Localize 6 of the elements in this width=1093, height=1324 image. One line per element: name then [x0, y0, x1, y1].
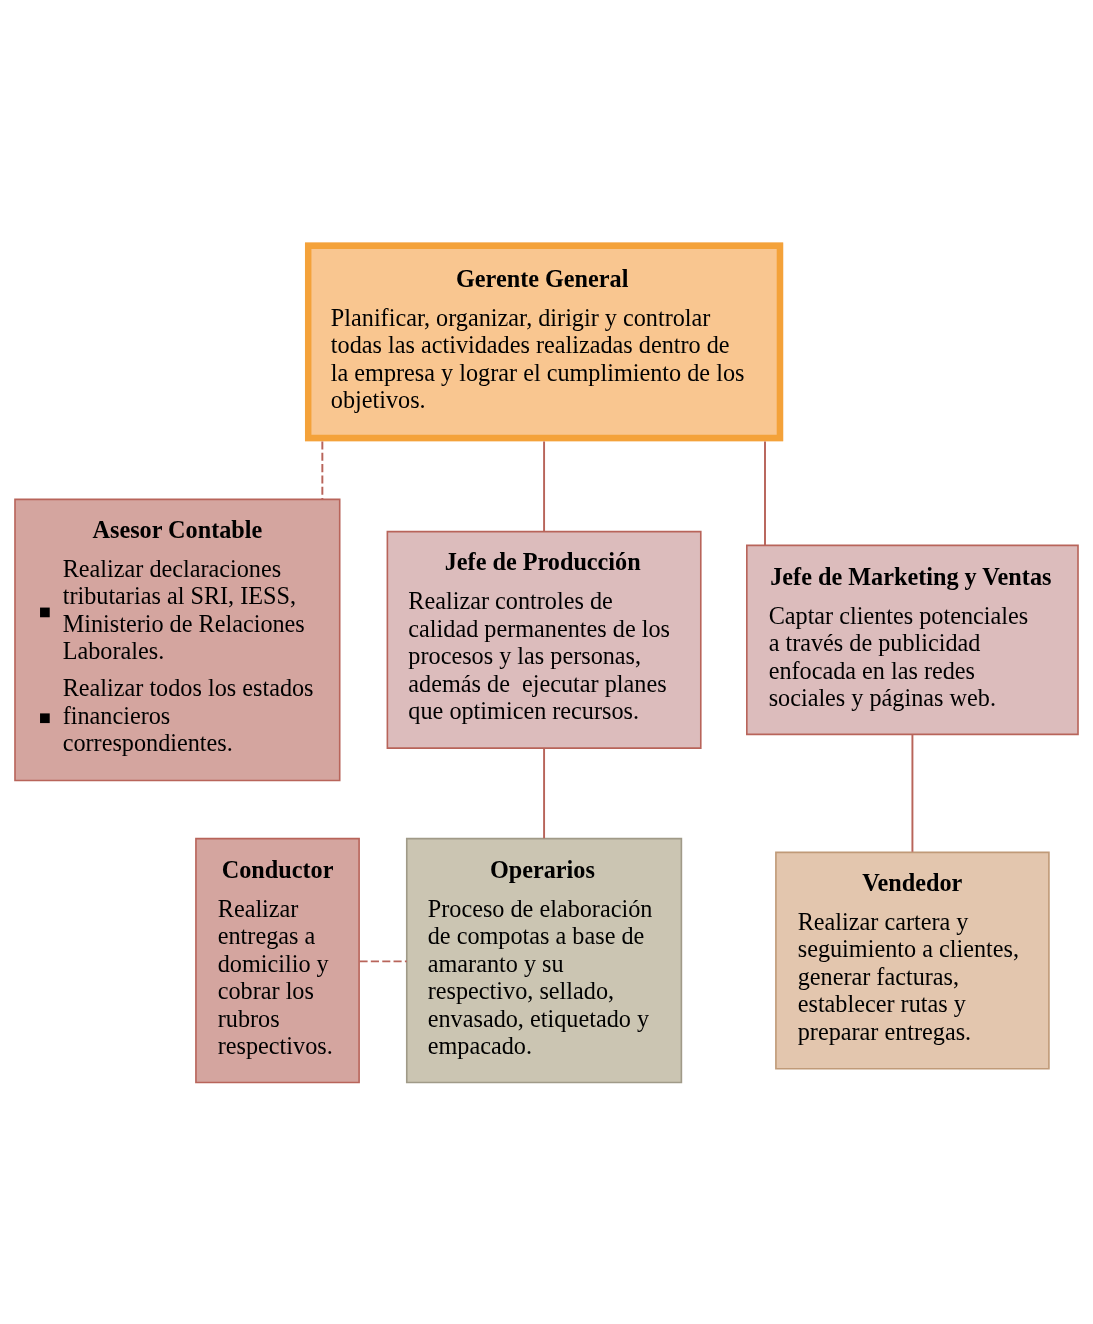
connector: [321, 440, 324, 500]
connector: [358, 959, 408, 962]
connector: [543, 440, 546, 533]
connector: [911, 733, 914, 853]
connector: [764, 440, 766, 546]
connector: [543, 747, 546, 839]
